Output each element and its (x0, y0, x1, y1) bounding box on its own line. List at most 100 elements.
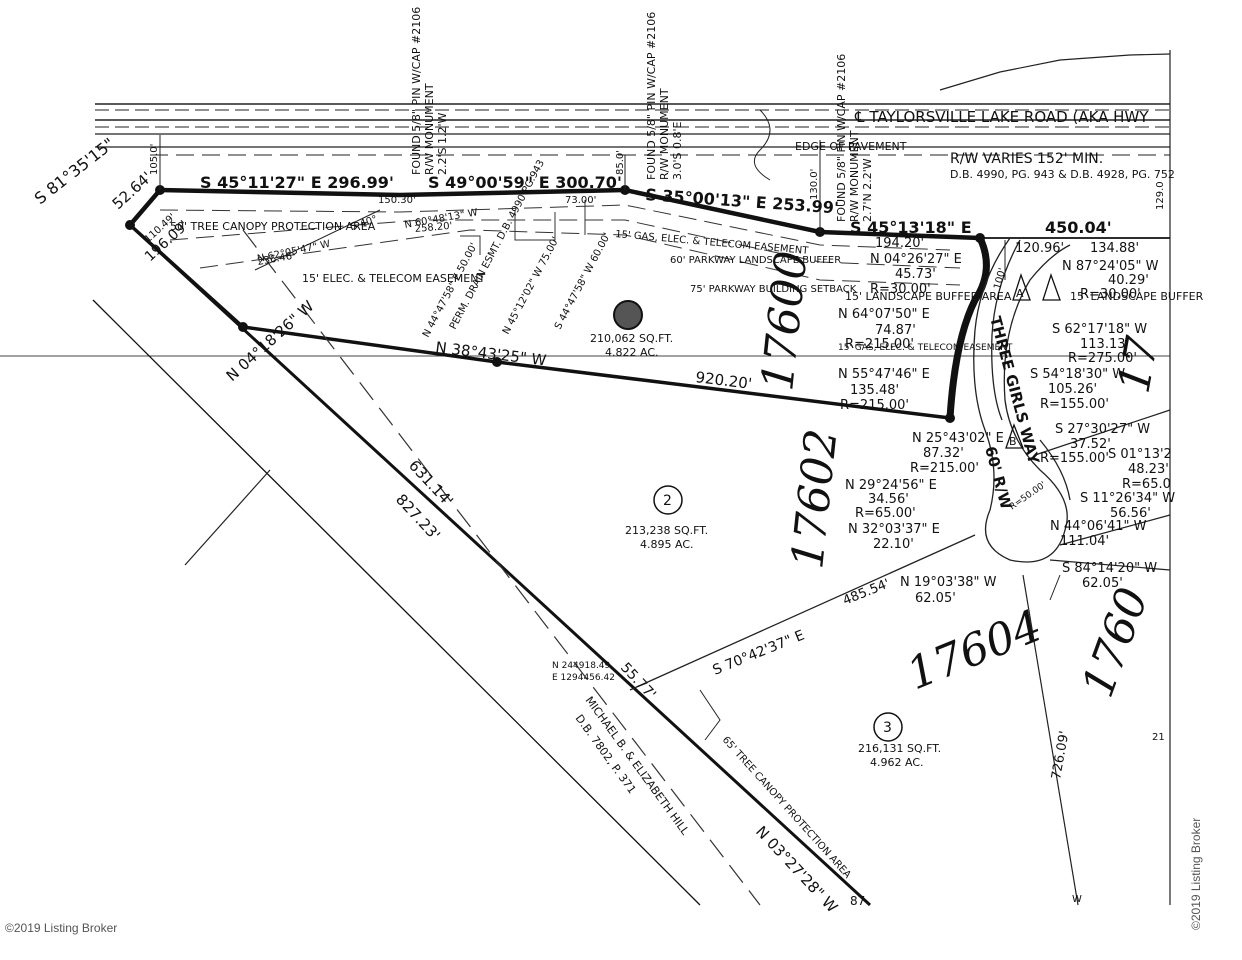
drain-easement (460, 200, 586, 255)
lot2-acres: 4.895 AC. (640, 538, 694, 551)
svg-text:R=155.00': R=155.00' (1040, 451, 1109, 466)
parkway-buffer-label: 60' PARKWAY LANDSCAPE BUFFER (670, 255, 841, 266)
south-distance: 485.54' (841, 576, 892, 608)
south-bearing: S 70°42'37" E (711, 627, 807, 678)
svg-text:R=215.00': R=215.00' (840, 398, 909, 413)
svg-text:S 62°17'18" W: S 62°17'18" W (1052, 322, 1147, 337)
lot1-boundary (128, 223, 951, 420)
svg-text:45.73': 45.73' (895, 267, 936, 282)
svg-text:135.48': 135.48' (850, 383, 899, 398)
three-girls-way-street (973, 237, 1071, 563)
svg-text:74.87': 74.87' (875, 323, 916, 338)
easement-lines (159, 204, 961, 286)
svg-text:R=215.00': R=215.00' (845, 337, 914, 352)
svg-text:113.13': 113.13' (1080, 337, 1129, 352)
dim-258: 258.20' (414, 221, 453, 235)
watermark-side: ©2019 Listing Broker (1189, 818, 1203, 930)
dim-105: 105.0' (149, 144, 160, 175)
svg-text:R=275.00': R=275.00' (1068, 351, 1137, 366)
landscape-buffer-label: 15' LANDSCAPE BUFFER AREA (845, 290, 1012, 303)
interior-bearing-5: S 44°47'58" W 60.00' (553, 231, 613, 331)
lot3-circle (873, 712, 903, 742)
offsite-line (184, 469, 271, 566)
lot1-east-curve (946, 236, 990, 419)
building-setback-label: 75' PARKWAY BUILDING SETBACK (690, 284, 857, 295)
svg-text:FOUND 5/8" PIN W/CAP #2106: FOUND 5/8" PIN W/CAP #2106 (410, 7, 423, 175)
lot3-acres: 4.962 AC. (870, 756, 924, 769)
cul-de-sac-radius: R=50.00' (1008, 480, 1048, 512)
svg-text:N 64°07'50" E: N 64°07'50" E (838, 307, 930, 322)
lot2-area: 213,238 SQ.FT. (625, 524, 708, 537)
svg-text:37.52': 37.52' (1070, 437, 1111, 452)
svg-text:S 11°26'34" W: S 11°26'34" W (1080, 491, 1175, 506)
svg-text:R=30.00': R=30.00' (1080, 287, 1141, 302)
adjoiner-name: MICHAEL B. & ELIZABETH HILL (583, 694, 693, 838)
svg-text:R=155.00': R=155.00' (1040, 397, 1109, 412)
coord-north: N 244918.49 (552, 661, 611, 671)
svg-text:N 04°26'27" E: N 04°26'27" E (870, 252, 962, 267)
interior-bearing-4: N 45°12'02" W 75.00' (501, 235, 562, 336)
frontage-bearing-3: S 49°00'59" E 300.70' (428, 173, 622, 192)
tree-canopy-line (242, 229, 761, 906)
svg-text:N 29°24'56" E: N 29°24'56" E (845, 478, 937, 493)
curve-marker-r (1042, 272, 1061, 301)
svg-text:22.10': 22.10' (873, 537, 914, 552)
tree-marker (613, 300, 643, 330)
svg-text:R/W MONUMENT: R/W MONUMENT (848, 130, 861, 222)
pin-marker (975, 233, 985, 243)
svg-text:R=30.00': R=30.00' (870, 282, 931, 297)
svg-text:FOUND 5/8" PIN W/CAP #2106: FOUND 5/8" PIN W/CAP #2106 (645, 12, 658, 180)
edge-text-21: 21 (1152, 732, 1165, 743)
elec-easement-label: 15' ELEC. & TELECOM EASEMENT (302, 272, 485, 285)
handwritten-17600: 17600 (752, 249, 817, 394)
west-distance-55: 55.77' (617, 660, 659, 703)
road-name: ℄ TAYLORSVILLE LAKE ROAD (AKA HWY (854, 108, 1149, 126)
svg-text:62.05': 62.05' (915, 591, 956, 606)
coord-east: E 1294456.42 (552, 673, 615, 683)
curve-marker-a (1012, 272, 1031, 301)
lot2-south-line (629, 534, 976, 691)
svg-text:FOUND 5/8" PIN W/CAP #2106: FOUND 5/8" PIN W/CAP #2106 (835, 54, 848, 222)
svg-text:R=65.00': R=65.00' (855, 506, 916, 521)
svg-text:111.04': 111.04' (1060, 534, 1109, 549)
frontage-bearing-1: S 81°35'15" (31, 134, 118, 208)
svg-text:R/W MONUMENT: R/W MONUMENT (658, 88, 671, 180)
svg-text:N 19°03'38" W: N 19°03'38" W (900, 575, 997, 590)
road-row: R/W VARIES 152' MIN. (950, 151, 1103, 167)
road-lines (95, 53, 1171, 181)
pin-marker (125, 220, 135, 230)
dim-130: 130.0' (809, 169, 820, 200)
svg-text:56.56': 56.56' (1110, 506, 1151, 521)
handwritten-17602: 17602 (782, 427, 847, 572)
frontage-bearing-5: S 45°13'18" E (850, 218, 972, 237)
svg-text:R/W MONUMENT: R/W MONUMENT (423, 83, 436, 175)
dim-150: 150.30' (378, 195, 416, 206)
frontage-bearing-2: S 45°11'27" E 296.99' (200, 173, 394, 192)
frontage-distance-5: 450.04' (1045, 218, 1112, 237)
lot2-circle (653, 485, 683, 515)
lot1-area: 210,062 SQ.FT. (590, 332, 673, 345)
dim-134: 134.88' (1090, 241, 1139, 256)
edge-text-w: W (1072, 894, 1082, 905)
dim-194: 194.20' (875, 236, 924, 251)
svg-text:N 44°06'41" W: N 44°06'41" W (1050, 519, 1147, 534)
monument-note-2: FOUND 5/8" PIN W/CAP #2106 R/W MONUMENT … (645, 12, 684, 180)
svg-text:N 87°24'05" W: N 87°24'05" W (1062, 259, 1159, 274)
tree-canopy-label: 50' TREE CANOPY PROTECTION AREA (170, 220, 376, 233)
pin-marker (238, 322, 248, 332)
west-parallel (92, 299, 701, 906)
svg-text:87.32': 87.32' (923, 446, 964, 461)
svg-text:S 27°30'27" W: S 27°30'27" W (1055, 422, 1150, 437)
edge-of-pavement: EDGE OF PAVEMENT (795, 140, 907, 153)
svg-text:105.26': 105.26' (1048, 382, 1097, 397)
monument-ticks (159, 135, 1006, 280)
watermark-bottom: ©2019 Listing Broker (5, 921, 117, 935)
svg-text:62.05': 62.05' (1082, 576, 1123, 591)
lot1-acres: 4.822 AC. (605, 346, 659, 359)
svg-text:S 54°18'30" W: S 54°18'30" W (1030, 367, 1125, 382)
svg-text:R=215.00': R=215.00' (910, 461, 979, 476)
dim-73: 73.00' (565, 195, 596, 206)
edge-text-129: 129.0 (1155, 181, 1166, 210)
lot2-number: 2 (663, 493, 672, 509)
